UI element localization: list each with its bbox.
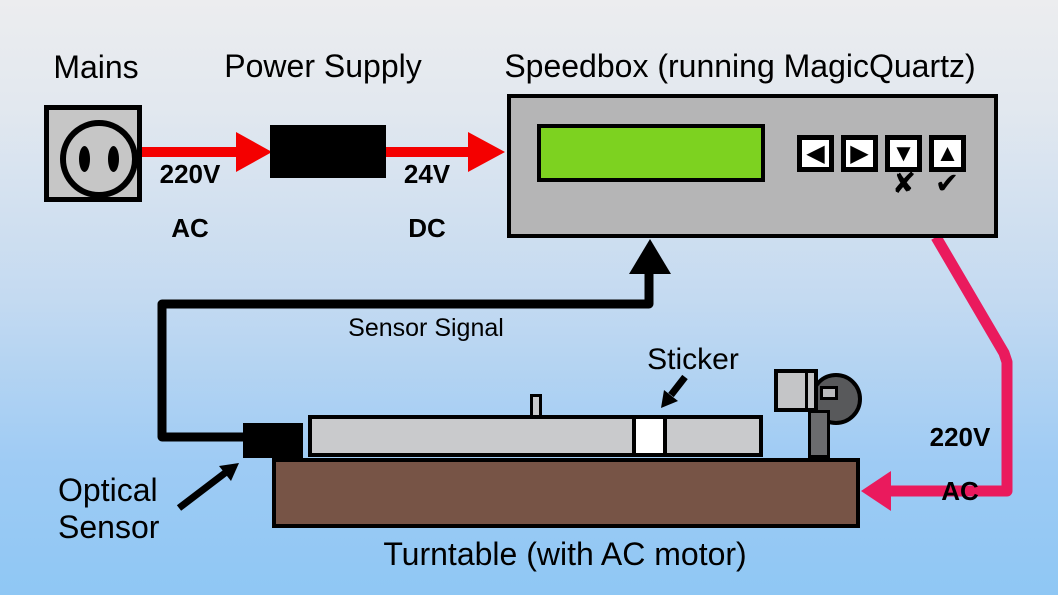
arrowhead-left-icon <box>861 471 891 511</box>
lcd-screen <box>537 124 765 182</box>
wire-sensor-signal <box>157 239 671 442</box>
arrowhead-right-icon <box>468 132 505 172</box>
confirm-check-icon: ✔ <box>934 168 960 200</box>
power-supply-box <box>270 125 386 178</box>
wire-mains-to-psu <box>142 132 272 172</box>
speedbox-label: Speedbox (running MagicQuartz) <box>504 48 976 84</box>
outlet-hole-right <box>108 146 119 172</box>
optical-sensor-pointer-arrow <box>176 463 239 511</box>
turntable-label: Turntable (with AC motor) <box>383 536 747 572</box>
speedbox-panel: ◀ ▶ ▼ ▲ ✘ ✔ <box>507 94 998 238</box>
voltage-label-220v-ac: 220V AC <box>130 161 250 242</box>
triangle-down-icon: ▼ <box>891 139 916 167</box>
arrowhead-up-icon <box>629 239 671 274</box>
tonearm-tab <box>820 386 838 400</box>
current-type: AC <box>171 213 209 243</box>
voltage-value: 24V <box>403 159 451 189</box>
sticker-label: Sticker <box>647 343 739 376</box>
platter-sticker <box>632 415 667 457</box>
cancel-cross-icon: ✘ <box>891 168 917 200</box>
power-supply-label: Power Supply <box>224 48 422 84</box>
tonearm-post <box>808 410 830 458</box>
mains-outlet <box>44 105 142 202</box>
voltage-label-220v-ac-motor: 220V AC <box>900 424 1020 505</box>
outlet-socket-icon <box>60 120 138 198</box>
optical-sensor-box <box>243 423 303 458</box>
optical-sensor-label: Optical Sensor <box>58 472 160 545</box>
headshell-edge <box>805 373 808 408</box>
current-type: DC <box>408 213 446 243</box>
speedbox-down-button: ▼ <box>885 135 922 172</box>
speedbox-right-button: ▶ <box>841 135 878 172</box>
speedbox-left-button: ◀ <box>797 135 834 172</box>
turntable-platter <box>308 415 763 457</box>
current-type: AC <box>941 476 979 506</box>
sensor-signal-label: Sensor Signal <box>348 314 504 342</box>
wire-speedbox-to-turntable <box>861 234 1013 511</box>
arrowhead-icon <box>661 390 678 408</box>
voltage-value: 220V <box>159 159 221 189</box>
wire-psu-to-speedbox <box>386 132 505 172</box>
triangle-up-icon: ▲ <box>935 139 960 167</box>
outlet-hole-left <box>79 146 90 172</box>
triangle-left-icon: ◀ <box>806 139 825 167</box>
sticker-pointer-arrow <box>661 374 688 408</box>
voltage-label-24v-dc: 24V DC <box>367 161 487 242</box>
arrowhead-right-icon <box>236 132 272 172</box>
mains-label: Mains <box>53 49 139 85</box>
tonearm-headshell <box>774 369 818 412</box>
speedbox-up-button: ▲ <box>929 135 966 172</box>
turntable-base <box>272 458 860 528</box>
voltage-value: 220V <box>929 422 991 452</box>
arrowhead-icon <box>219 463 239 481</box>
triangle-right-icon: ▶ <box>850 139 869 167</box>
